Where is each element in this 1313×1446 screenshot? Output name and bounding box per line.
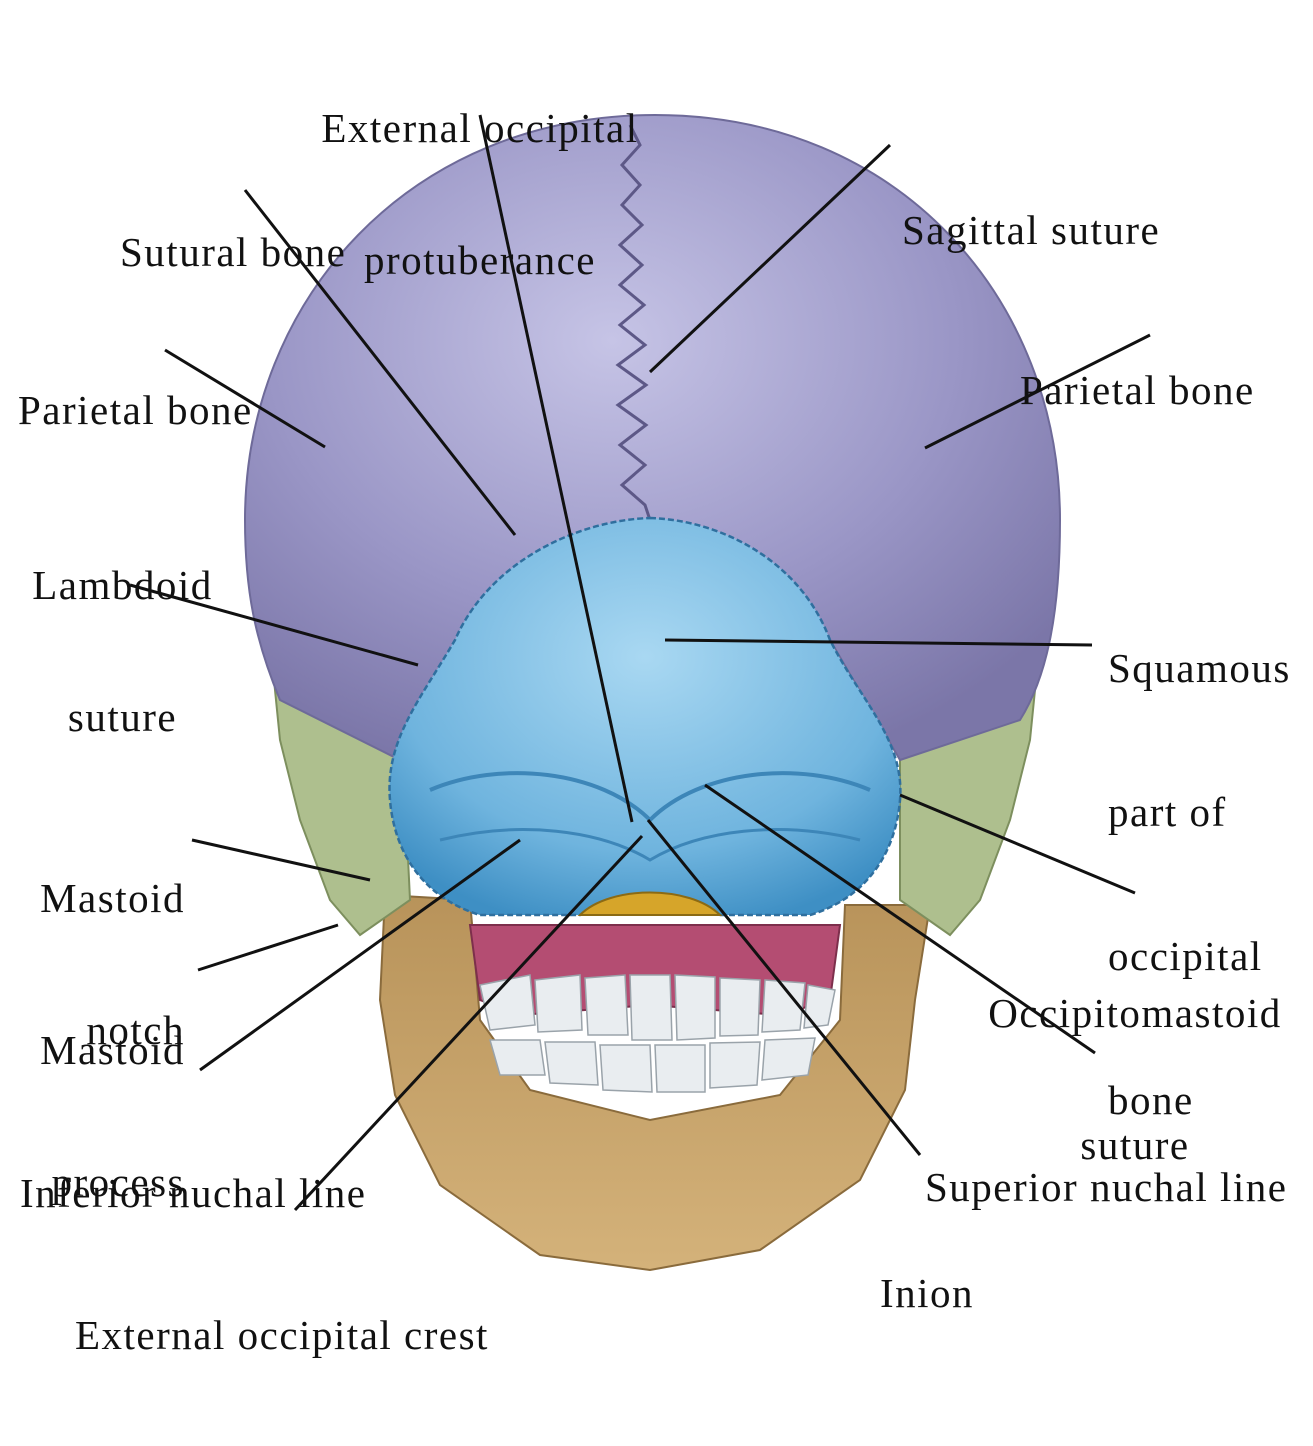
label-superior-nuchal-line: Superior nuchal line [925, 1077, 1287, 1297]
label-external-occipital-protuberance: External occipital protuberance [300, 18, 660, 370]
label-parietal-bone-right: Parietal bone [1020, 280, 1255, 500]
label-lambdoid-suture: Lambdoid suture [20, 475, 225, 827]
label-inion: Inion [880, 1183, 974, 1403]
diagram-stage: External occipital protuberance Sutural … [0, 0, 1313, 1279]
label-external-occipital-crest: External occipital crest [75, 1225, 489, 1445]
